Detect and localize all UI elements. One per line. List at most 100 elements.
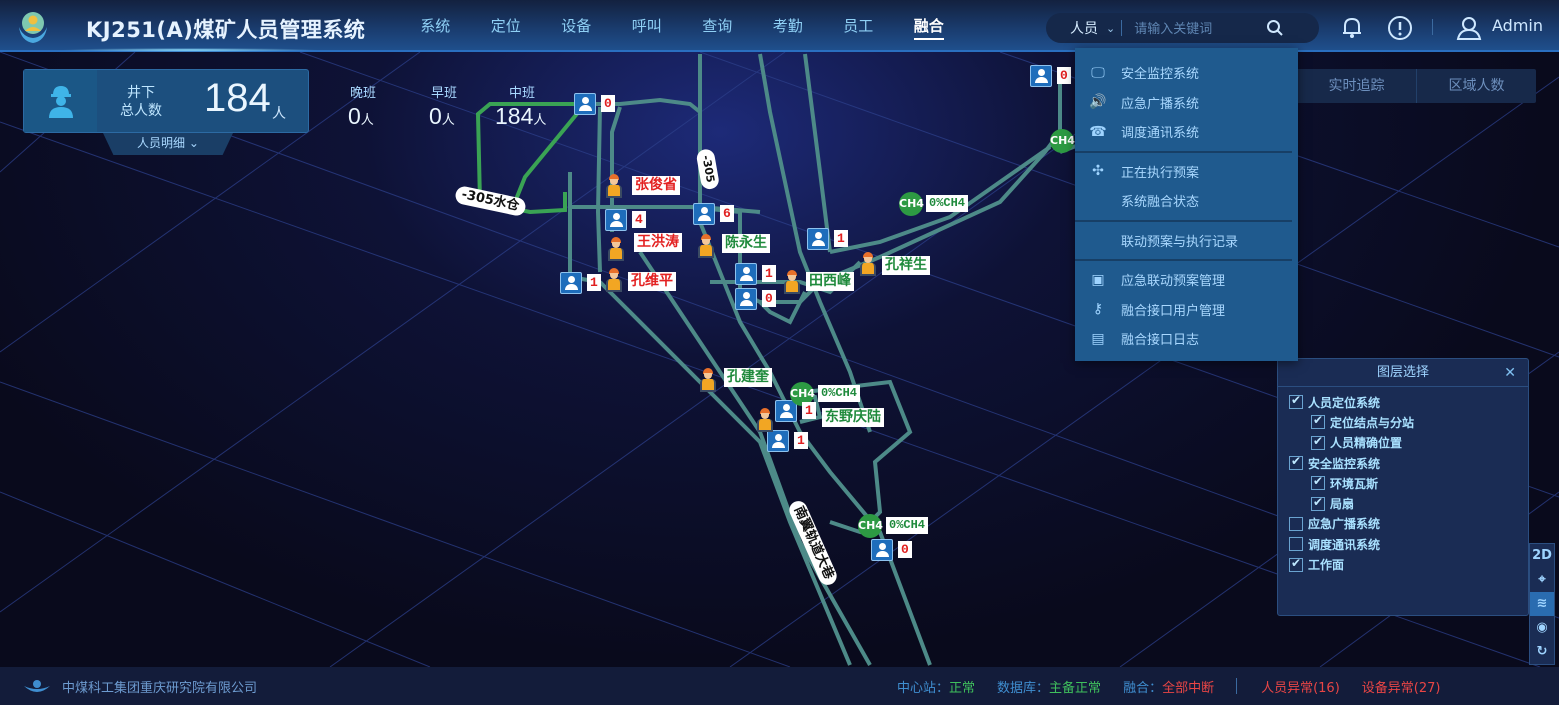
nav-fusion[interactable]: 融合 <box>894 0 965 50</box>
search-input[interactable] <box>1134 20 1255 36</box>
worker-icon[interactable] <box>782 270 802 294</box>
layer-checkbox[interactable] <box>1289 393 1303 410</box>
person-name-label[interactable]: 东野庆陆 <box>822 408 884 427</box>
layer-label: 人员定位系统 <box>1308 395 1381 410</box>
methane-reading: 0%CH4 <box>818 385 861 402</box>
layer-option[interactable]: 人员定位系统 <box>1289 392 1528 412</box>
substation-icon[interactable] <box>871 539 893 561</box>
rotate-icon[interactable]: ↻ <box>1536 644 1548 659</box>
chevron-down-icon[interactable]: ⌄ <box>1106 21 1116 35</box>
close-icon[interactable]: ✕ <box>1504 365 1516 381</box>
fusion-label: 融合： <box>1123 680 1163 696</box>
menu-item-label: 融合接口用户管理 <box>1121 303 1226 319</box>
person-name-label[interactable]: 陈永生 <box>722 234 770 253</box>
methane-sensor-icon[interactable]: CH4 <box>1050 129 1075 153</box>
menu-item[interactable]: 系统融合状态 <box>1075 186 1298 216</box>
person-name-label[interactable]: 王洪涛 <box>634 233 682 252</box>
menu-item[interactable]: ⚷融合接口用户管理 <box>1075 295 1298 325</box>
alert-icon[interactable] <box>1387 15 1413 41</box>
tab-realtime-tracking[interactable]: 实时追踪 <box>1296 69 1416 103</box>
layer-checkbox[interactable] <box>1311 413 1325 430</box>
menu-item-label: 应急联动预案管理 <box>1121 274 1226 290</box>
layer-checkbox[interactable] <box>1289 556 1303 572</box>
2d-toggle-button[interactable]: 2D <box>1532 548 1552 563</box>
search-icon[interactable] <box>1266 19 1284 37</box>
fusion-status: 全部中断 <box>1162 680 1215 696</box>
menu-item[interactable]: 联动预案与执行记录 <box>1075 226 1298 256</box>
layer-option[interactable]: 定位结点与分站 <box>1289 412 1528 432</box>
personnel-alarm-link[interactable]: 人员异常(16) <box>1261 680 1340 696</box>
menu-item[interactable]: ✣正在执行预案 <box>1075 157 1298 187</box>
tab-area-count[interactable]: 区域人数 <box>1416 69 1536 103</box>
worker-icon[interactable] <box>604 268 624 292</box>
layer-label: 定位结点与分站 <box>1330 415 1415 430</box>
layer-label: 应急广播系统 <box>1308 517 1381 532</box>
person-name-label[interactable]: 张俊省 <box>632 176 680 195</box>
worker-icon[interactable] <box>696 234 716 258</box>
layer-option[interactable]: 局扇 <box>1289 493 1528 513</box>
substation-icon[interactable] <box>735 263 757 285</box>
station-count: 0 <box>601 95 615 112</box>
layer-option[interactable]: 工作面 <box>1289 554 1528 574</box>
layer-checkbox[interactable] <box>1311 474 1325 491</box>
nav-attendance[interactable]: 考勤 <box>772 17 803 35</box>
layers-icon[interactable]: ≋ <box>1530 592 1554 616</box>
nav-location[interactable]: 定位 <box>490 17 521 35</box>
substation-icon[interactable] <box>775 400 797 422</box>
methane-sensor-icon[interactable]: CH4 <box>899 192 924 216</box>
personnel-detail-toggle[interactable]: 人员明细 ⌄ <box>103 133 233 155</box>
nav-query[interactable]: 查询 <box>702 17 733 35</box>
substation-icon[interactable] <box>693 203 715 225</box>
network-icon: ✣ <box>1092 163 1104 180</box>
menu-item[interactable]: ▣应急联动预案管理 <box>1075 265 1298 295</box>
layer-checkbox[interactable] <box>1289 454 1303 471</box>
nav-device[interactable]: 设备 <box>561 17 592 35</box>
user-icon[interactable] <box>1456 15 1482 41</box>
person-name-label[interactable]: 田西峰 <box>806 272 854 291</box>
menu-item[interactable]: 🔊应急广播系统 <box>1075 88 1298 118</box>
user-name[interactable]: Admin <box>1492 16 1543 35</box>
worker-icon[interactable] <box>604 174 624 198</box>
substation-icon[interactable] <box>605 209 627 231</box>
person-name-label[interactable]: 孔建奎 <box>724 368 772 387</box>
substation-icon[interactable] <box>574 93 596 115</box>
layer-option[interactable]: 应急广播系统 <box>1289 514 1528 534</box>
menu-item[interactable]: ☎调度通讯系统 <box>1075 117 1298 147</box>
eye-icon[interactable]: ◉ <box>1536 620 1548 635</box>
substation-icon[interactable] <box>807 228 829 250</box>
menu-item-label: 融合接口日志 <box>1121 333 1200 349</box>
substation-icon[interactable] <box>767 430 789 452</box>
worker-icon[interactable] <box>755 408 775 432</box>
nav-staff[interactable]: 员工 <box>843 17 874 35</box>
layer-checkbox[interactable] <box>1289 516 1303 531</box>
device-alarm-link[interactable]: 设备异常(27) <box>1361 680 1441 696</box>
layer-checkbox[interactable] <box>1311 495 1325 511</box>
menu-item[interactable]: 🖵安全监控系统 <box>1075 58 1298 88</box>
nav-system[interactable]: 系统 <box>420 17 451 35</box>
menu-item[interactable]: ▤融合接口日志 <box>1075 324 1298 354</box>
total-unit: 人 <box>272 106 286 122</box>
person-name-label[interactable]: 孔维平 <box>628 272 676 291</box>
database-label: 数据库： <box>997 680 1050 696</box>
menu-item-label: 应急广播系统 <box>1121 96 1200 112</box>
person-name-label[interactable]: 孔祥生 <box>882 256 930 275</box>
worker-icon[interactable] <box>858 252 878 276</box>
substation-icon[interactable] <box>735 288 757 310</box>
worker-icon[interactable] <box>698 368 718 392</box>
layer-option[interactable]: 安全监控系统 <box>1289 453 1528 473</box>
layer-checkbox[interactable] <box>1289 537 1303 552</box>
search-category-select[interactable]: 人员 <box>1070 21 1098 37</box>
search-bar: 人员 ⌄ <box>1046 13 1319 43</box>
layer-checkbox[interactable] <box>1311 434 1325 450</box>
bell-icon[interactable] <box>1340 15 1364 39</box>
locate-icon[interactable]: ⌖ <box>1538 572 1546 587</box>
layer-option[interactable]: 环境瓦斯 <box>1289 473 1528 493</box>
layer-option[interactable]: 调度通讯系统 <box>1289 534 1528 554</box>
nav-call[interactable]: 呼叫 <box>631 17 662 35</box>
methane-sensor-icon[interactable]: CH4 <box>858 514 883 538</box>
substation-icon[interactable] <box>560 272 582 294</box>
layer-option[interactable]: 人员精确位置 <box>1289 433 1528 453</box>
worker-icon[interactable] <box>606 237 626 261</box>
substation-icon[interactable] <box>1030 65 1052 87</box>
